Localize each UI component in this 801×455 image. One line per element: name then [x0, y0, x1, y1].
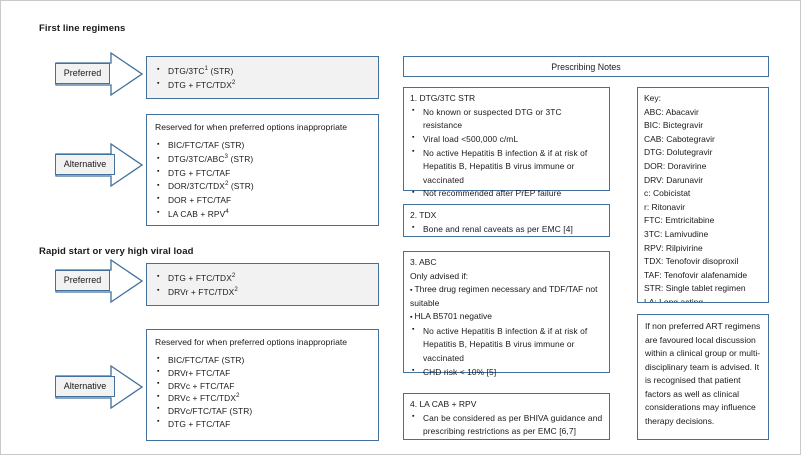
list-item: DTG + FTC/TAF — [155, 417, 370, 431]
list-first-line-alternative: BIC/FTC/TAF (STR) DTG/3TC/ABC3 (STR) DTG… — [155, 139, 370, 221]
box-note-1: 1. DTG/3TC STR No known or suspected DTG… — [403, 87, 610, 198]
list-item: BIC/FTC/TAF (STR) — [155, 354, 370, 367]
box-first-line-alternative: Reserved for when preferred options inap… — [146, 114, 379, 226]
list-item: No active Hepatitis B infection & if at … — [410, 324, 603, 366]
note-3-title: 3. ABC — [410, 257, 437, 267]
box-note-3: 3. ABC Only advised if: Three drug regim… — [403, 251, 610, 377]
list-note-2: Bone and renal caveats as per EMC [4] — [410, 222, 603, 237]
arrow-alternative-first-line: Alternative — [55, 143, 143, 187]
box-note-2: 2. TDX Bone and renal caveats as per EMC… — [403, 204, 610, 237]
key-line: TAF: Tenofovir alafenamide — [644, 269, 748, 280]
note-2-title: 2. TDX — [410, 210, 437, 220]
list-item: DTG/3TC1 (STR) — [155, 63, 370, 78]
box-first-line-preferred: DTG/3TC1 (STR) DTG + FTC/TDX2 — [146, 56, 379, 99]
key-line: r: Ritonavir — [644, 201, 686, 212]
arrow-label-alternative: Alternative — [55, 154, 115, 175]
box-key-legend: Key: ABC: Abacavir BIC: Bictegravir CAB:… — [637, 87, 769, 303]
list-item: Bone and renal caveats as per EMC [4] — [410, 222, 603, 237]
box-advisory-note: If non preferred ART regimens are favour… — [637, 314, 769, 440]
box-note-4: 4. LA CAB + RPV Can be considered as per… — [403, 393, 610, 440]
list-item: DTG/3TC/ABC3 (STR) — [155, 153, 370, 167]
arrow-alternative-rapid-start: Alternative — [55, 365, 143, 409]
note-3-compact-bullet: Three drug regimen necessary and TDF/TAF… — [410, 283, 603, 310]
list-rapid-start-preferred: DTG + FTC/TDX2 DRVr + FTC/TDX2 — [155, 270, 370, 300]
list-item: BIC/FTC/TAF (STR) — [155, 139, 370, 153]
list-item: DTG + FTC/TDX2 — [155, 270, 370, 285]
box-rapid-start-preferred: DTG + FTC/TDX2 DRVr + FTC/TDX2 — [146, 263, 379, 306]
arrow-preferred-first-line: Preferred — [55, 52, 143, 96]
key-line: RPV: Rilpivirine — [644, 242, 703, 253]
list-item: Not recommended after PrEP failure — [410, 187, 603, 201]
key-line: DRV: Darunavir — [644, 174, 704, 185]
prescribing-notes-header: Prescribing Notes — [403, 56, 769, 77]
list-item: DRVr + FTC/TDX2 — [155, 285, 370, 299]
key-line: CAB: Cabotegravir — [644, 133, 715, 144]
list-item: Can be considered as per BHIVA guidance … — [410, 411, 603, 439]
section-title-first-line: First line regimens — [39, 23, 126, 34]
section-title-rapid-start: Rapid start or very high viral load — [39, 246, 194, 257]
list-item: No known or suspected DTG or 3TC resista… — [410, 105, 603, 133]
note-3-compact-bullet: HLA B5701 negative — [410, 310, 603, 324]
arrow-label-alternative: Alternative — [55, 376, 115, 397]
key-line: LA: Long acting — [644, 296, 704, 303]
arrow-label-preferred: Preferred — [55, 63, 110, 84]
list-item: DTG + FTC/TDX2 — [155, 78, 370, 92]
list-item: LA CAB + RPV4 — [155, 207, 370, 222]
box-header-reserved: Reserved for when preferred options inap… — [155, 122, 348, 132]
list-item: DRVc + FTC/TDX2 — [155, 392, 370, 405]
list-note-1: No known or suspected DTG or 3TC resista… — [410, 105, 603, 201]
list-note-3: No active Hepatitis B infection & if at … — [410, 324, 603, 380]
box-rapid-start-alternative: Reserved for when preferred options inap… — [146, 329, 379, 441]
list-item: No active Hepatitis B infection & if at … — [410, 146, 603, 188]
list-rapid-start-alternative: BIC/FTC/TAF (STR) DRVr+ FTC/TAF DRVc + F… — [155, 354, 370, 430]
arrow-preferred-rapid-start: Preferred — [55, 259, 143, 303]
list-item: DRVc/FTC/TAF (STR) — [155, 404, 370, 418]
key-line: DOR: Doravirine — [644, 160, 707, 171]
key-line: TDX: Tenofovir disoproxil — [644, 256, 739, 267]
key-line: DTG: Dolutegravir — [644, 147, 713, 158]
note-1-title: 1. DTG/3TC STR — [410, 93, 476, 103]
list-item: DTG + FTC/TAF — [155, 166, 370, 181]
box-header-reserved: Reserved for when preferred options inap… — [155, 337, 348, 347]
list-first-line-preferred: DTG/3TC1 (STR) DTG + FTC/TDX2 — [155, 63, 370, 93]
list-item: DRVr+ FTC/TAF — [155, 367, 370, 380]
key-line: FTC: Emtricitabine — [644, 215, 715, 226]
key-line: 3TC: Lamivudine — [644, 228, 709, 239]
list-note-4: Can be considered as per BHIVA guidance … — [410, 411, 603, 439]
note-3-subtitle: Only advised if: — [410, 270, 469, 281]
list-item: CHD risk < 10% [5] — [410, 365, 603, 380]
list-item: DOR + FTC/TAF — [155, 193, 370, 208]
list-item: DOR/3TC/TDX2 (STR) — [155, 180, 370, 194]
arrow-label-preferred: Preferred — [55, 270, 110, 291]
key-line: STR: Single tablet regimen — [644, 283, 746, 294]
note-4-title: 4. LA CAB + RPV — [410, 399, 477, 409]
key-line: BIC: Bictegravir — [644, 120, 704, 131]
list-item: DRVc + FTC/TAF — [155, 379, 370, 393]
list-item: Viral load <500,000 c/mL — [410, 132, 603, 147]
key-line: c: Cobicistat — [644, 188, 691, 199]
key-line: Key: — [644, 93, 662, 103]
advisory-text: If non preferred ART regimens are favour… — [645, 321, 761, 427]
key-line: ABC: Abacavir — [644, 106, 699, 117]
